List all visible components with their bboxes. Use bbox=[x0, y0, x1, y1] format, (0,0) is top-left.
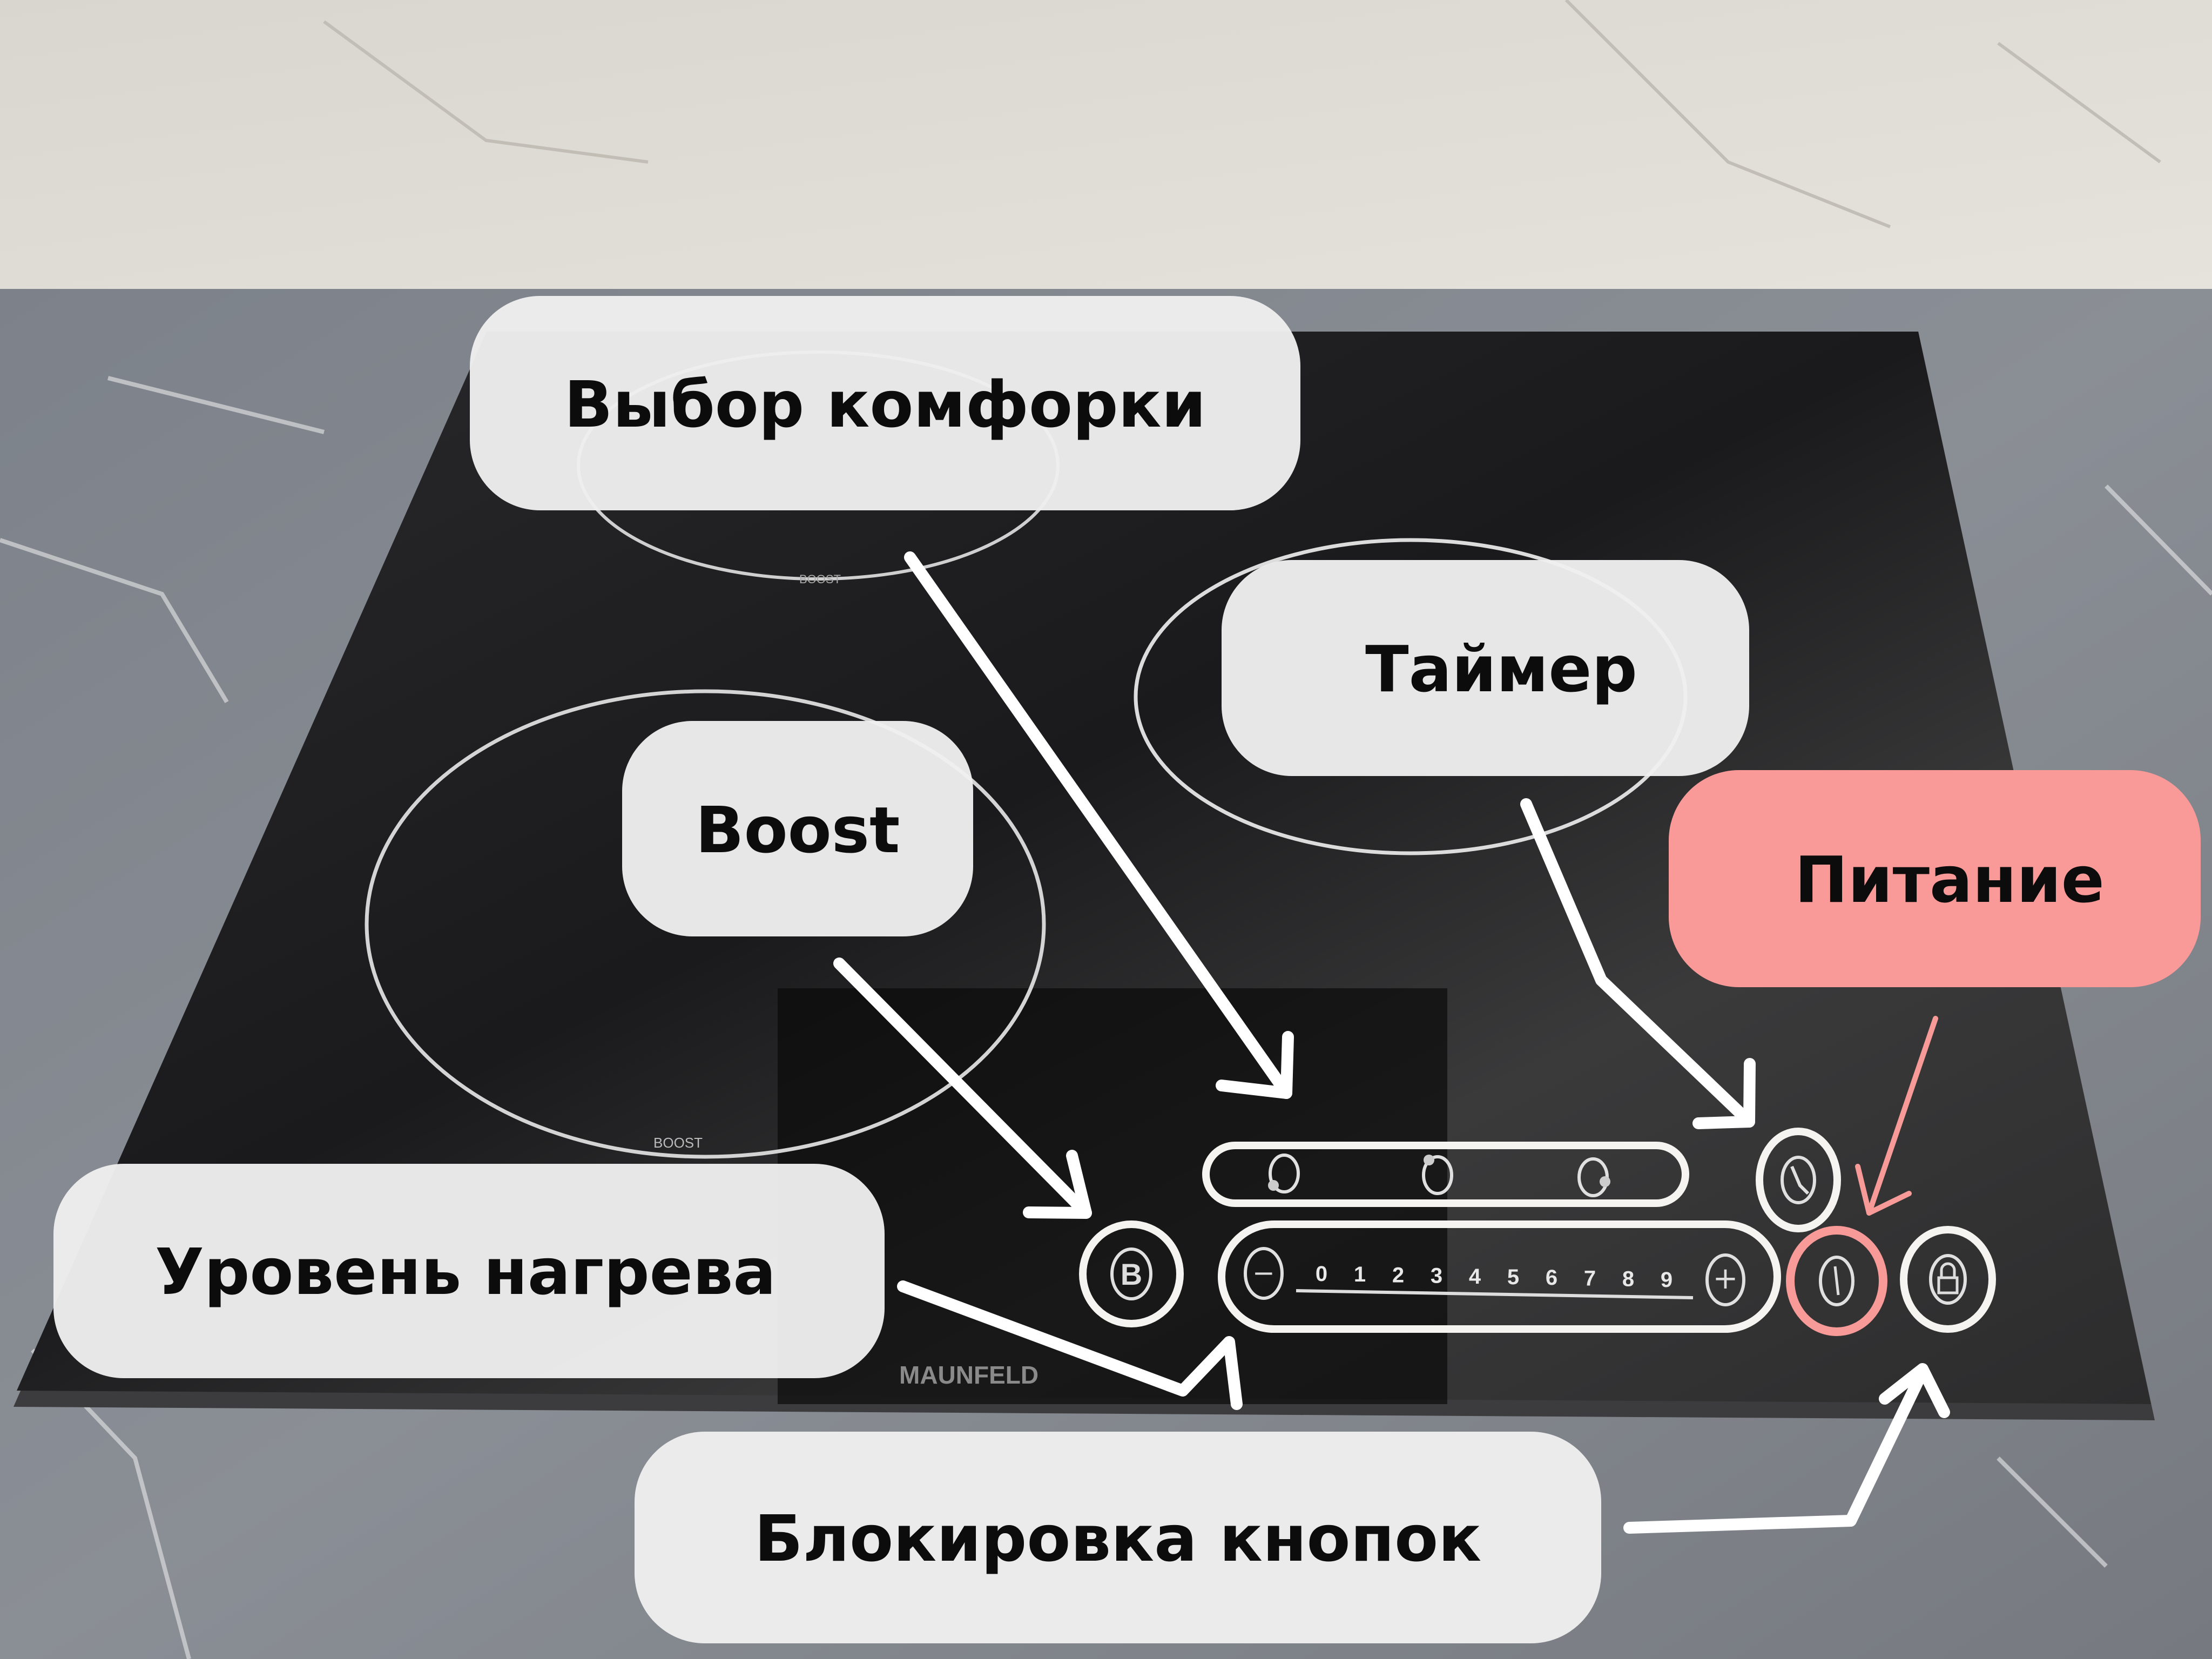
heat-level-slider[interactable]: − + 0 1 2 3 4 5 6 7 8 9 bbox=[1218, 1220, 1781, 1333]
boost-key[interactable]: B bbox=[1079, 1220, 1184, 1327]
plus-key[interactable]: + bbox=[1705, 1253, 1745, 1306]
minus-key[interactable]: − bbox=[1244, 1247, 1284, 1300]
arrow-boost bbox=[833, 957, 1092, 1219]
callout-power: Питание bbox=[1669, 770, 2201, 987]
level-digit-1[interactable]: 1 bbox=[1354, 1263, 1366, 1286]
reflection bbox=[778, 988, 1447, 1404]
arrow-burner-select bbox=[904, 551, 1294, 1099]
svg-text:+: + bbox=[1713, 1261, 1738, 1296]
boost-key-symbol: B bbox=[1121, 1257, 1142, 1291]
svg-text:Блокировка кнопок: Блокировка кнопок bbox=[754, 1501, 1482, 1576]
callout-key-lock: Блокировка кнопок bbox=[635, 1432, 1601, 1643]
burner-select-key-1[interactable] bbox=[1268, 1154, 1300, 1193]
burner-marking: BOOST bbox=[653, 1135, 703, 1151]
lock-icon bbox=[1929, 1254, 1967, 1305]
heat-level-highlight bbox=[1218, 1220, 1781, 1333]
level-digits: 0 1 2 3 4 5 6 7 8 9 bbox=[1316, 1262, 1673, 1292]
power-key[interactable] bbox=[1786, 1226, 1887, 1336]
svg-text:Таймер: Таймер bbox=[1365, 632, 1637, 706]
burner-marking: BOOST bbox=[799, 572, 841, 586]
clock-icon bbox=[1781, 1156, 1816, 1204]
svg-text:Питание: Питание bbox=[1795, 842, 2105, 917]
burner-select-key-2[interactable] bbox=[1422, 1155, 1453, 1195]
wall bbox=[0, 0, 2212, 302]
arrow-power bbox=[1855, 1016, 1938, 1216]
level-digit-8[interactable]: 8 bbox=[1622, 1267, 1634, 1291]
burner-select-key-3[interactable] bbox=[1577, 1157, 1610, 1197]
svg-text:Уровень нагрева: Уровень нагрева bbox=[155, 1235, 776, 1309]
svg-text:Boost: Boost bbox=[696, 793, 900, 867]
arrow-timer bbox=[1520, 798, 1756, 1129]
callout-timer: Таймер bbox=[1222, 560, 1749, 776]
burner-left-large bbox=[365, 689, 1046, 1159]
level-digit-4[interactable]: 4 bbox=[1469, 1265, 1481, 1289]
level-digit-9[interactable]: 9 bbox=[1661, 1268, 1673, 1292]
key-lock-key[interactable] bbox=[1900, 1226, 1996, 1333]
brand-marking: MAUNFELD bbox=[899, 1361, 1038, 1389]
level-digit-0[interactable]: 0 bbox=[1316, 1262, 1327, 1286]
burner-select-highlight bbox=[1202, 1142, 1689, 1207]
svg-text:−: − bbox=[1252, 1257, 1275, 1289]
callout-boost: Boost bbox=[622, 721, 973, 936]
level-digit-6[interactable]: 6 bbox=[1546, 1266, 1557, 1290]
callout-heat-level: Уровень нагрева bbox=[53, 1164, 885, 1378]
slider-line bbox=[1296, 1289, 1694, 1299]
level-digit-3[interactable]: 3 bbox=[1431, 1264, 1442, 1288]
arrow-heat-level bbox=[897, 1280, 1243, 1410]
countertop-veins bbox=[0, 376, 2212, 1659]
wall-veins bbox=[323, 0, 2161, 228]
timer-key[interactable] bbox=[1756, 1128, 1841, 1232]
svg-text:Выбор комфорки: Выбор комфорки bbox=[564, 367, 1206, 442]
arrow-key-lock bbox=[1623, 1363, 1950, 1534]
callout-burner-select: Выбор комфорки bbox=[470, 296, 1300, 510]
level-digit-2[interactable]: 2 bbox=[1392, 1263, 1404, 1287]
level-digit-5[interactable]: 5 bbox=[1507, 1265, 1519, 1289]
power-icon bbox=[1819, 1256, 1854, 1306]
burner-select-group bbox=[1202, 1142, 1689, 1207]
level-digit-7[interactable]: 7 bbox=[1584, 1266, 1596, 1290]
